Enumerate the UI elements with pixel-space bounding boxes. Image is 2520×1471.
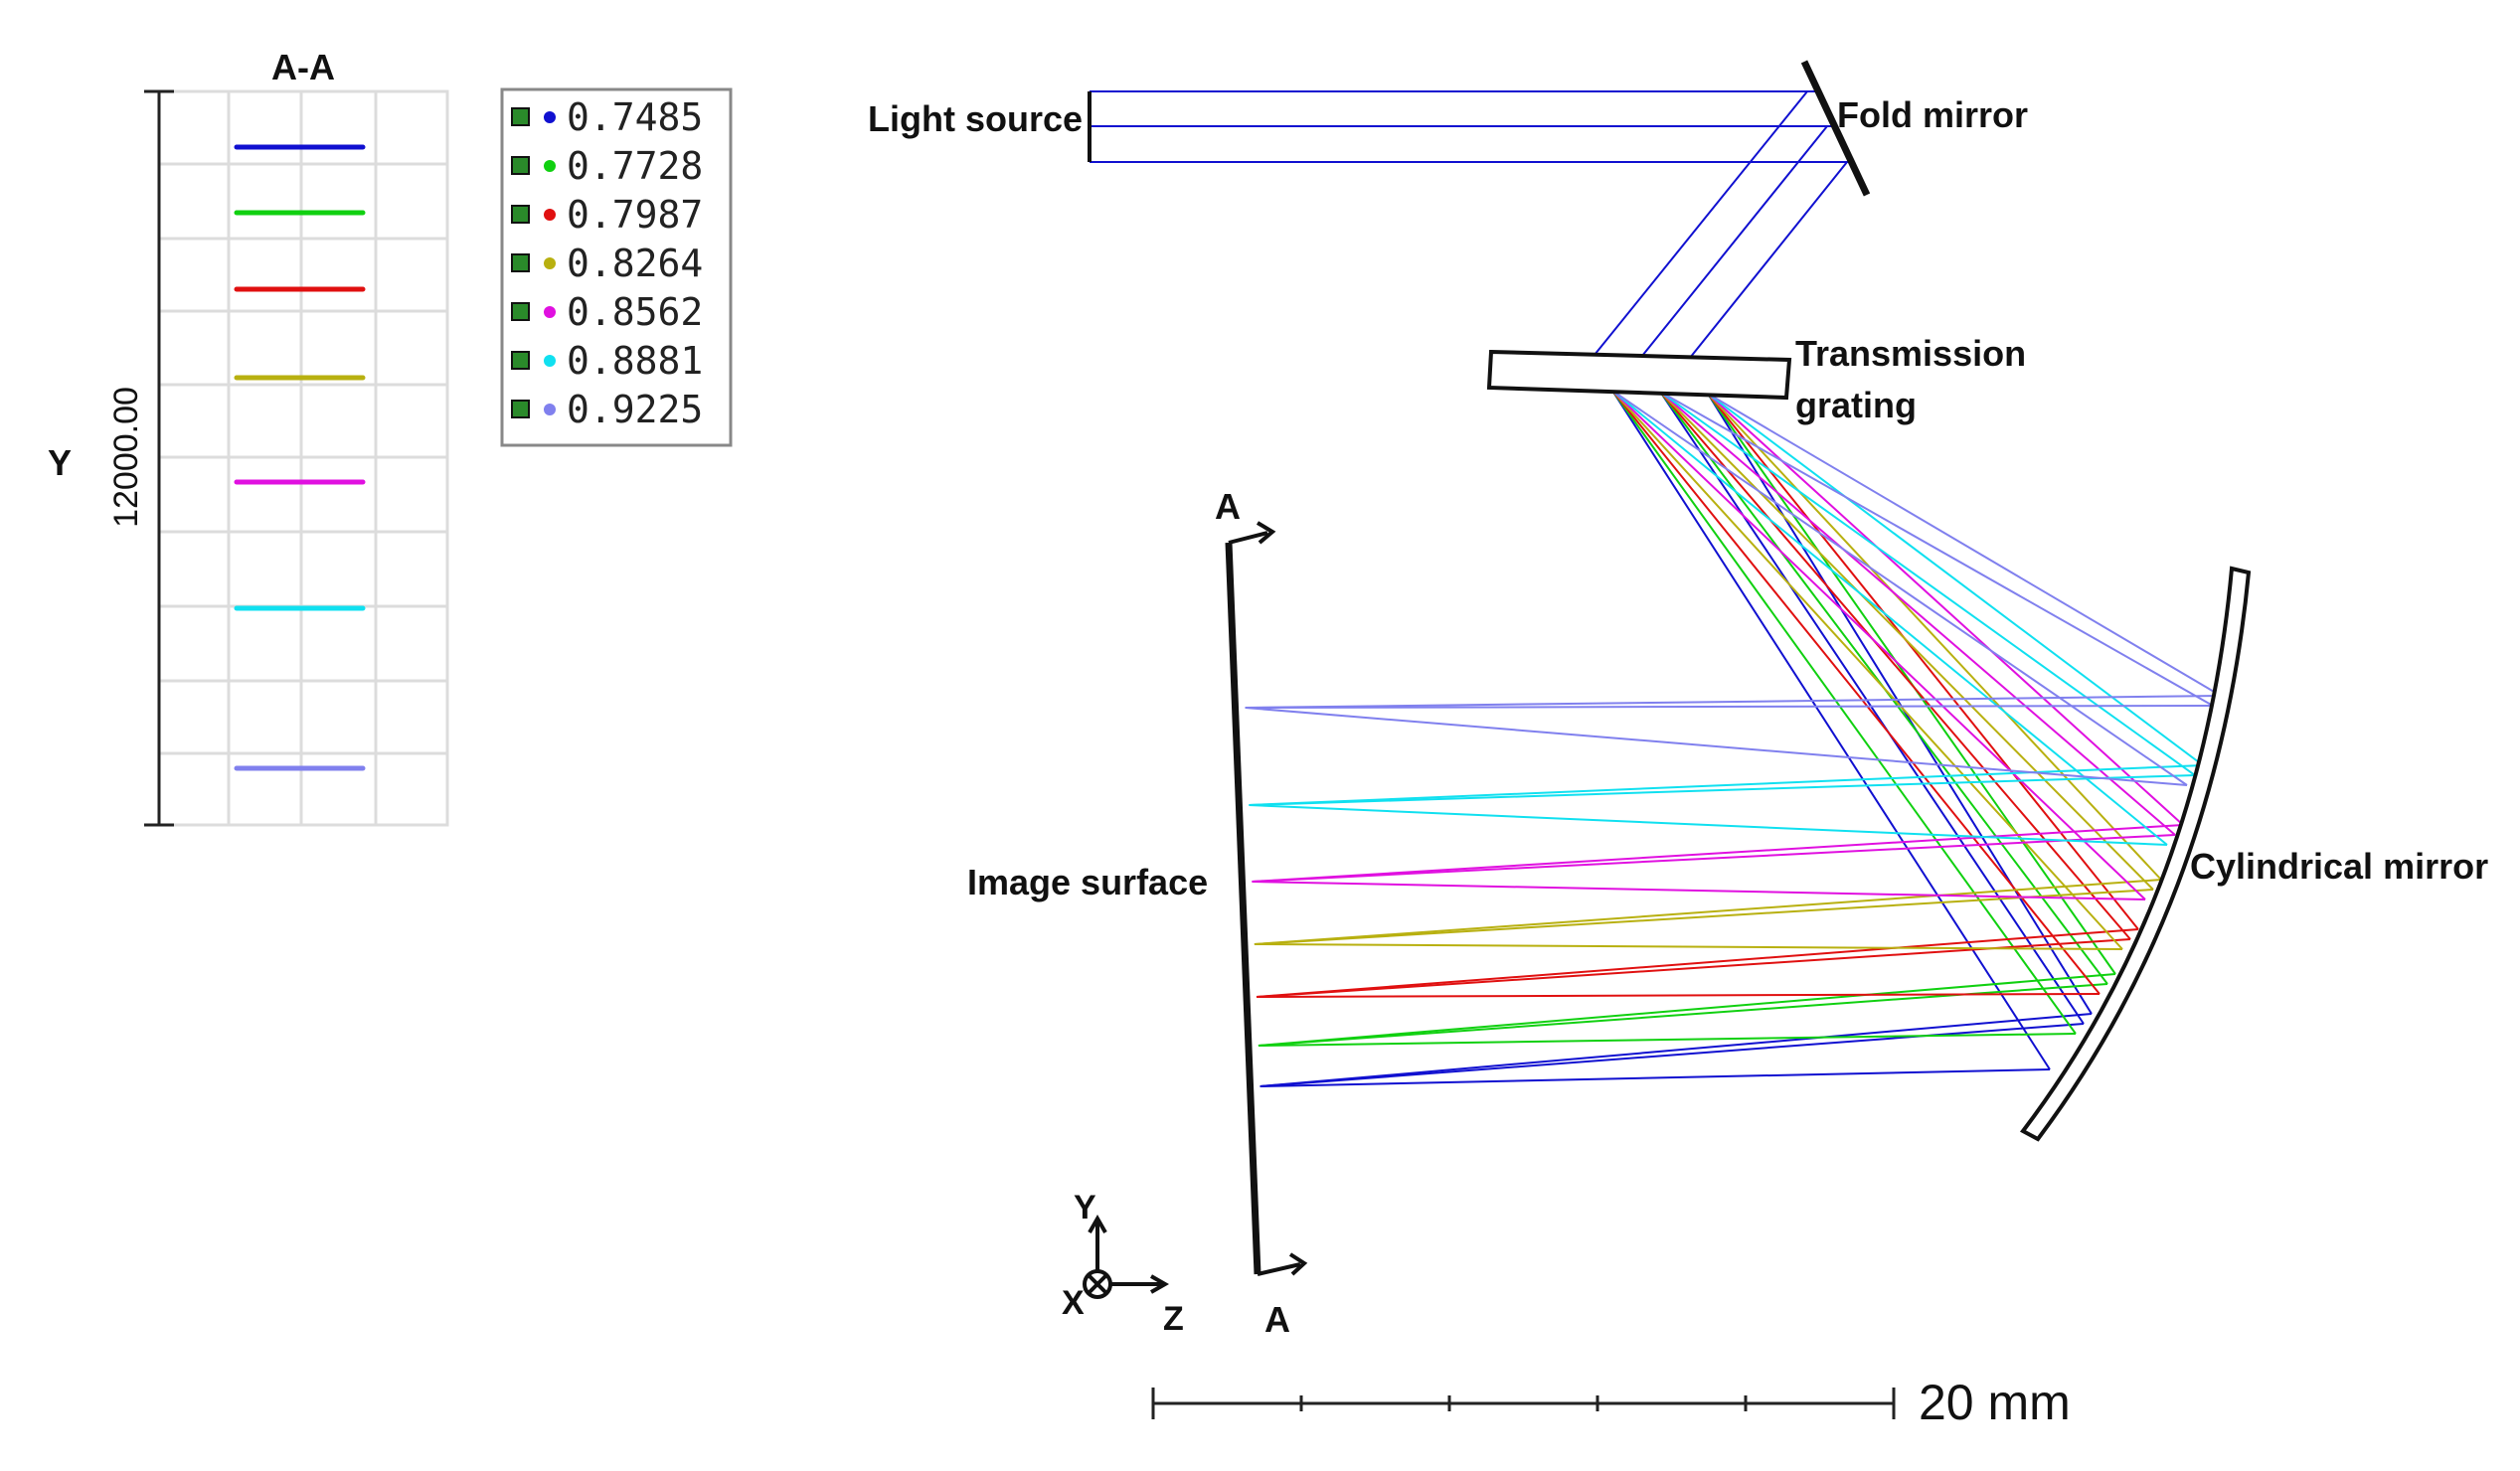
legend-check-icon	[511, 253, 530, 272]
ray-segment	[1260, 1013, 2093, 1087]
fold-mirror-label: Fold mirror	[1837, 94, 2028, 135]
ray-segment	[1707, 393, 2184, 826]
light-source-label: Light source	[868, 98, 1083, 139]
legend-value: 0.8881	[567, 339, 703, 383]
legend-dot-icon	[544, 404, 556, 415]
ray-segment	[1659, 391, 2085, 1025]
section-arrow-top	[1228, 521, 1276, 545]
ray-segment	[1258, 973, 2116, 1047]
ray-segment	[1254, 889, 2154, 945]
ray-segment	[1252, 824, 2184, 883]
ray-segment	[1707, 393, 2093, 1015]
transmission-label: Transmission	[1795, 333, 2026, 374]
ray-segment	[1249, 764, 2204, 806]
section-label-bottom: A	[1264, 1299, 1290, 1340]
legend-check-icon	[511, 400, 530, 418]
scale-bar	[1151, 1388, 1896, 1419]
axis-z-label: Z	[1163, 1300, 1184, 1338]
legend-entry: 0.9225	[511, 388, 703, 431]
image-surface-label: Image surface	[967, 862, 1208, 902]
ray-segment	[1659, 391, 2214, 707]
legend-check-icon	[511, 205, 530, 224]
ray-segment	[1260, 1068, 2051, 1087]
ray-segment	[1659, 391, 2154, 891]
legend-value: 0.8562	[567, 290, 703, 334]
section-label-top: A	[1215, 486, 1241, 527]
ray-segment	[1641, 125, 1828, 357]
cylindrical-mirror	[2019, 566, 2252, 1142]
ray-segment	[1245, 705, 2214, 709]
legend-dot-icon	[544, 111, 556, 123]
ray-segment	[1245, 695, 2222, 709]
legend-value: 0.8264	[567, 242, 703, 285]
ray-segment	[1659, 391, 2176, 836]
legend-entry: 0.8881	[511, 339, 703, 383]
inset-title: A-A	[271, 47, 335, 87]
ray-segment	[1254, 943, 2123, 950]
cylindrical-mirror-label: Cylindrical mirror	[2190, 846, 2488, 887]
ray-segment	[1611, 390, 2188, 786]
wavelength-legend: 0.7485 0.7728 0.7987 0.8264 0.8562 0.8881 0.92…	[500, 87, 733, 447]
ray-segment	[1249, 804, 2168, 846]
legend-check-icon	[511, 351, 530, 370]
ray-segment	[1245, 707, 2188, 786]
inset-spot-diagram: A-A Y 12000.00	[48, 47, 449, 827]
legend-entry: 0.8562	[511, 290, 703, 334]
legend-entry: 0.8264	[511, 242, 703, 285]
image-surface	[1225, 542, 1261, 1275]
transmission-grating	[1486, 349, 1792, 401]
ray-segment	[1659, 391, 2196, 776]
ray-segment	[1707, 393, 2222, 697]
ray-segment	[1707, 393, 2162, 881]
ray-segment	[1611, 390, 2123, 950]
ray-segment	[1611, 390, 2146, 900]
ray-segment	[1258, 1033, 2077, 1047]
ray-segment	[1659, 391, 2131, 940]
legend-value: 0.7728	[567, 144, 703, 188]
section-arrow-bottom	[1257, 1252, 1308, 1276]
legend-check-icon	[511, 302, 530, 321]
legend-dot-icon	[544, 160, 556, 172]
inset-y-axis-label: Y	[48, 442, 72, 483]
ray-segment	[1258, 983, 2108, 1047]
legend-entry: 0.7987	[511, 193, 703, 237]
scale-bar-label: 20 mm	[1919, 1375, 2071, 1430]
ray-segment	[1707, 393, 2204, 766]
axis-x-label: X	[1062, 1284, 1085, 1322]
legend-value: 0.7987	[567, 193, 703, 237]
coordinate-axes-indicator	[1083, 1214, 1170, 1299]
ray-segment	[1252, 834, 2176, 883]
ray-segment	[1256, 928, 2139, 998]
ray-segment	[1611, 390, 2051, 1070]
ray-segment	[1249, 774, 2196, 806]
fold-mirror	[1800, 60, 1871, 197]
legend-check-icon	[511, 107, 530, 126]
ray-segment	[1254, 879, 2162, 945]
inset-grid	[157, 89, 449, 827]
legend-check-icon	[511, 156, 530, 175]
ray-bundle	[1090, 90, 2222, 1087]
legend-dot-icon	[544, 209, 556, 221]
legend-value: 0.7485	[567, 95, 703, 139]
ray-segment	[1611, 390, 2100, 995]
legend-entry: 0.7485	[511, 95, 703, 139]
ray-segment	[1257, 993, 2100, 998]
legend-entry: 0.7728	[511, 144, 703, 188]
axis-y-label: Y	[1074, 1189, 1096, 1226]
legend-dot-icon	[544, 257, 556, 269]
ray-segment	[1611, 390, 2077, 1035]
inset-y-scale-label: 12000.00	[107, 387, 145, 528]
legend-box	[500, 87, 733, 447]
ray-segment	[1260, 1023, 2085, 1087]
ray-segment	[1594, 90, 1808, 356]
legend-dot-icon	[544, 355, 556, 367]
grating-label: grating	[1795, 385, 1917, 425]
legend-dot-icon	[544, 306, 556, 318]
legend-value: 0.9225	[567, 388, 703, 431]
ray-segment	[1611, 390, 2168, 846]
inset-y-scale-bar	[144, 89, 174, 827]
ray-segment	[1689, 161, 1848, 359]
ray-segment	[1252, 881, 2146, 900]
